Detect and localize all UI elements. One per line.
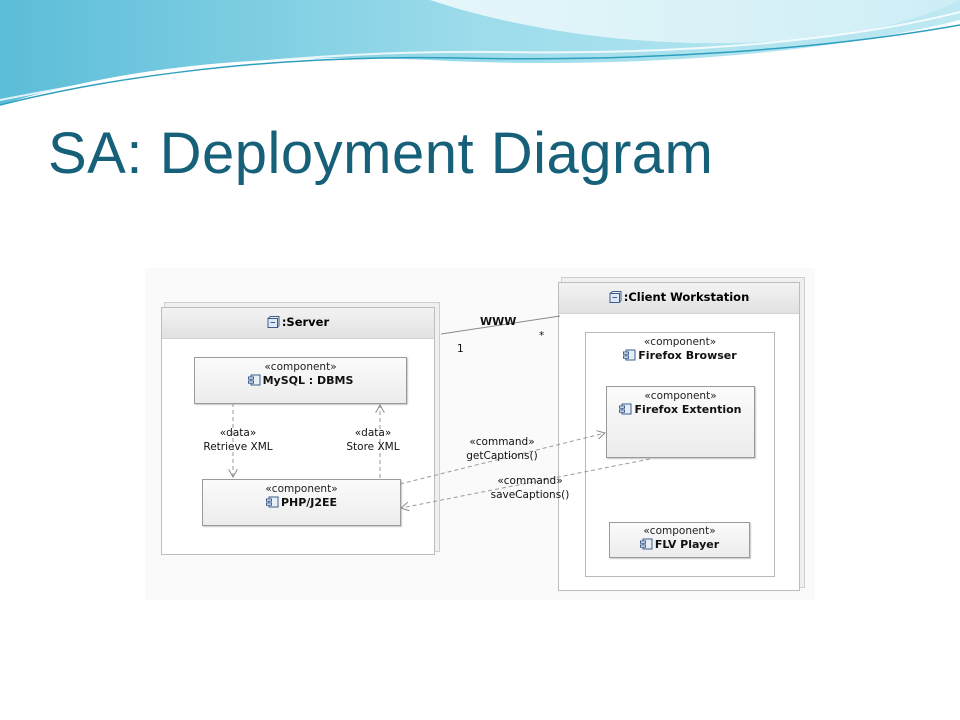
- php-j2ee-component: «component» PHP/J2EE: [202, 479, 401, 526]
- component-stereotype: «component»: [265, 483, 338, 495]
- flow-stereotype: «data»: [219, 427, 257, 439]
- component-icon: [623, 349, 636, 361]
- flow-stereotype: «data»: [354, 427, 392, 439]
- multiplicity-client: *: [539, 330, 545, 342]
- flow-label: Store XML: [346, 441, 400, 453]
- save-captions-label: «command» saveCaptions(): [485, 474, 575, 502]
- component-name: MySQL : DBMS: [262, 374, 354, 387]
- multiplicity-server: 1: [457, 343, 464, 355]
- command-label: saveCaptions(): [490, 489, 570, 501]
- get-captions-dependency: [399, 433, 605, 485]
- component-name: Firefox Extention: [634, 403, 742, 416]
- component-name: PHP/J2EE: [280, 496, 338, 509]
- component-icon: [619, 403, 632, 415]
- command-label: getCaptions(): [466, 450, 538, 462]
- component-stereotype: «component»: [643, 336, 717, 348]
- command-stereotype: «command»: [469, 436, 535, 448]
- component-name: FLV Player: [654, 538, 720, 551]
- mysql-dbms-component: «component» MySQL : DBMS: [194, 357, 407, 404]
- association-label: WWW: [480, 315, 517, 328]
- connector-lines: [145, 315, 651, 600]
- client-node-label: :Client Workstation: [623, 290, 750, 304]
- flow-label: Retrieve XML: [203, 441, 273, 453]
- firefox-extention-component: «component» Firefox Extention: [606, 386, 755, 458]
- www-association-line: [440, 315, 561, 335]
- component-icon: [247, 374, 261, 386]
- component-icon: [639, 538, 653, 550]
- retrieve-xml-label: «data» Retrieve XML: [203, 426, 273, 454]
- flv-player-component: «component» FLV Player: [609, 522, 750, 558]
- node-icon: [609, 291, 622, 303]
- store-xml-label: «data» Store XML: [338, 426, 408, 454]
- command-stereotype: «command»: [497, 475, 563, 487]
- save-captions-dependency: [401, 458, 651, 508]
- server-node-label: :Server: [281, 315, 330, 329]
- component-icon: [265, 496, 279, 508]
- slide-title: SA: Deployment Diagram: [48, 121, 714, 186]
- component-stereotype: «component»: [644, 390, 717, 402]
- node-icon: [267, 316, 280, 328]
- component-stereotype: «component»: [264, 361, 337, 373]
- header-wave-decoration: [0, 0, 960, 106]
- get-captions-label: «command» getCaptions(): [462, 435, 542, 463]
- deployment-diagram: :Server :Client Workstation «component» …: [145, 268, 815, 600]
- component-stereotype: «component»: [643, 525, 716, 537]
- component-name: Firefox Browser: [638, 349, 737, 362]
